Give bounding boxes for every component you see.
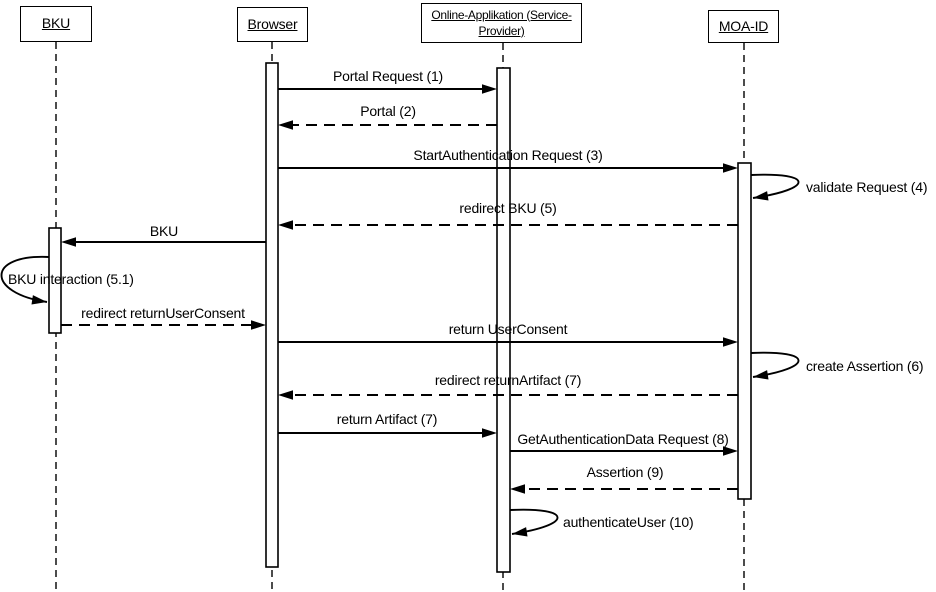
self-message-loop bbox=[750, 173, 800, 199]
self-message-loop bbox=[750, 351, 800, 378]
activation-bar-online-app bbox=[496, 67, 511, 573]
activation-bar-moa-id bbox=[737, 162, 752, 500]
message-arrowhead bbox=[278, 120, 293, 130]
self-message-loop bbox=[509, 508, 559, 535]
message-arrowhead bbox=[61, 237, 76, 247]
message-arrowhead bbox=[753, 191, 769, 201]
message-arrowhead bbox=[482, 84, 497, 94]
self-message-loop bbox=[0, 256, 50, 303]
message-arrowhead bbox=[723, 446, 738, 456]
message-arrowhead bbox=[723, 337, 738, 347]
activation-bar-browser bbox=[265, 62, 279, 568]
message-arrowhead bbox=[278, 390, 293, 400]
message-arrowhead bbox=[251, 320, 266, 330]
message-arrowhead bbox=[482, 428, 497, 438]
message-arrowhead bbox=[723, 163, 738, 173]
message-arrowhead bbox=[278, 220, 293, 230]
message-arrowhead bbox=[510, 484, 525, 494]
message-arrowhead bbox=[512, 527, 528, 537]
message-arrowhead bbox=[753, 370, 769, 380]
message-arrowhead bbox=[31, 295, 47, 305]
activation-bar-bku bbox=[48, 227, 62, 334]
